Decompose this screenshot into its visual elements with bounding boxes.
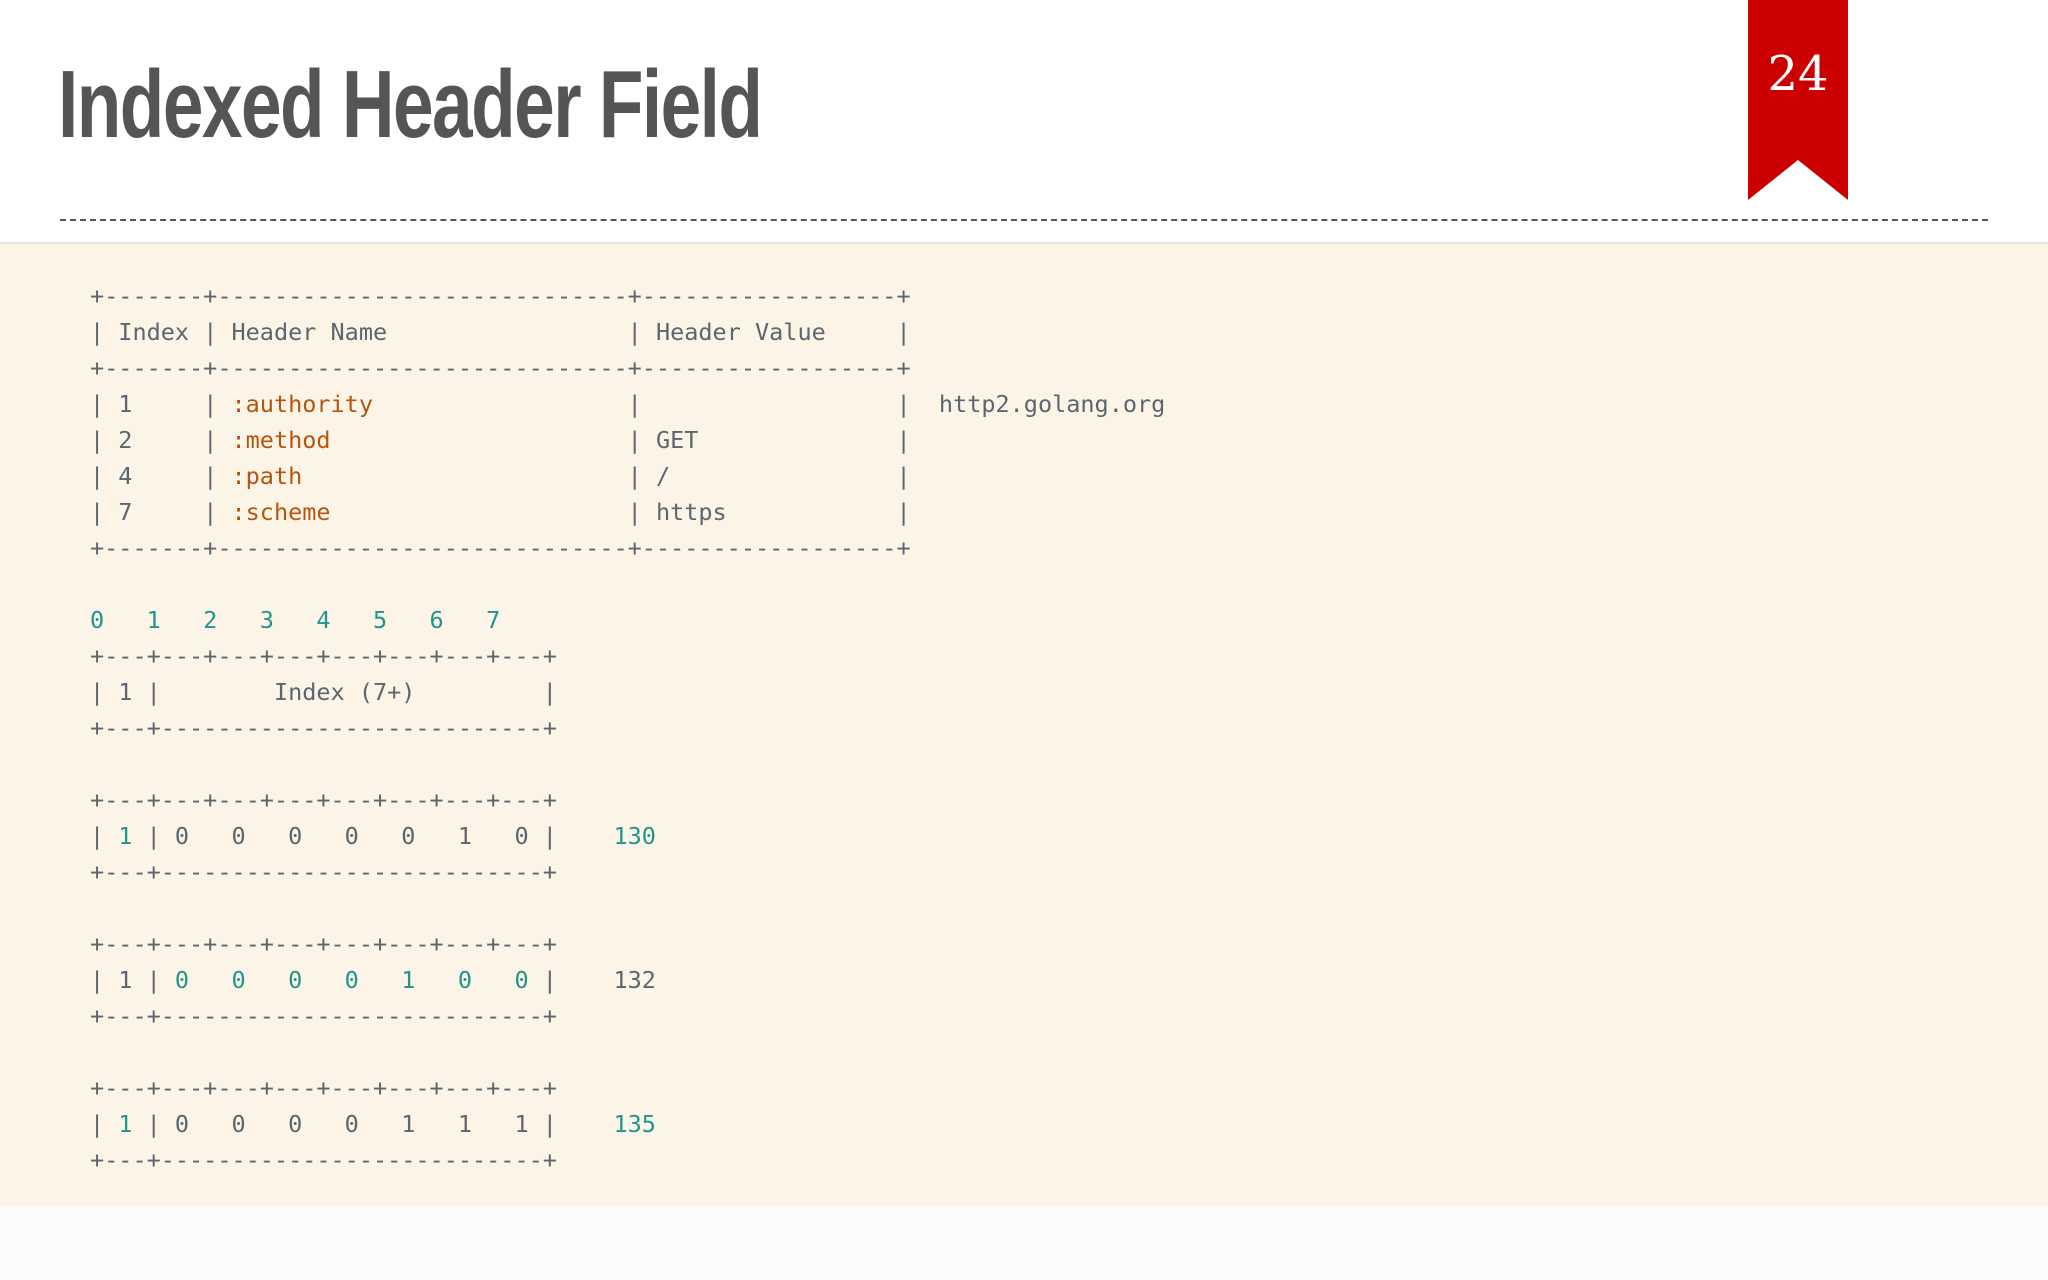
example-decimal-value: 130 <box>613 822 656 850</box>
table-row-note: http2.golang.org <box>938 390 1166 418</box>
code-block: +-------+-----------------------------+-… <box>0 242 2048 1208</box>
table-border-bottom: +-------+-----------------------------+-… <box>90 534 911 562</box>
example-border-bottom: +---+---------------------------+ <box>90 1002 557 1030</box>
table-header-index: Index <box>118 318 190 346</box>
page-bookmark-ribbon: 24 <box>1748 0 1848 200</box>
example-prefix-bit: 1 <box>118 1110 133 1138</box>
table-row-index: 1 <box>118 390 133 418</box>
example-bits: 0 0 0 0 1 1 1 <box>174 1110 529 1138</box>
table-header-value: Header Value <box>655 318 826 346</box>
example-border-top: +---+---+---+---+---+---+---+---+ <box>90 930 557 958</box>
table-row-index: 7 <box>118 498 133 526</box>
table-row-header-name: :path <box>231 462 303 490</box>
code-text: +-------+-----------------------------+-… <box>90 282 1166 1174</box>
table-row-index: 4 <box>118 462 133 490</box>
title-divider <box>60 219 1988 221</box>
slide-title: Indexed Header Field <box>58 51 763 158</box>
table-row-header-name: :authority <box>231 390 373 418</box>
table-row-header-value: https <box>655 498 727 526</box>
table-row-index: 2 <box>118 426 133 454</box>
table-border-header: +-------+-----------------------------+-… <box>90 354 911 382</box>
example-decimal-value: 135 <box>613 1110 656 1138</box>
format-prefix-bit: 1 <box>118 678 133 706</box>
example-border-top: +---+---+---+---+---+---+---+---+ <box>90 1074 557 1102</box>
format-field-label: Index (7+) <box>273 678 416 706</box>
table-row-header-name: :method <box>231 426 331 454</box>
table-row-header-value: / <box>655 462 671 490</box>
table-row-header-value: GET <box>655 426 699 454</box>
example-prefix-bit: 1 <box>118 822 133 850</box>
table-header-name: Header Name <box>231 318 388 346</box>
slide-footer-band <box>0 1206 2048 1280</box>
page-number: 24 <box>1767 46 1829 102</box>
example-border-bottom: +---+---------------------------+ <box>90 858 557 886</box>
example-border-bottom: +---+---------------------------+ <box>90 1146 557 1174</box>
bit-numbers: 0 1 2 3 4 5 6 7 <box>90 606 501 634</box>
example-bits: 0 0 0 0 1 0 0 <box>174 966 529 994</box>
example-border-top: +---+---+---+---+---+---+---+---+ <box>90 786 557 814</box>
example-bits: 0 0 0 0 0 1 0 <box>174 822 529 850</box>
format-border-top: +---+---+---+---+---+---+---+---+ <box>90 642 557 670</box>
table-row-header-name: :scheme <box>231 498 331 526</box>
example-decimal-value: 132 <box>613 966 656 994</box>
example-prefix-bit: 1 <box>118 966 133 994</box>
format-border-bottom: +---+---------------------------+ <box>90 714 557 742</box>
table-border-top: +-------+-----------------------------+-… <box>90 282 911 310</box>
